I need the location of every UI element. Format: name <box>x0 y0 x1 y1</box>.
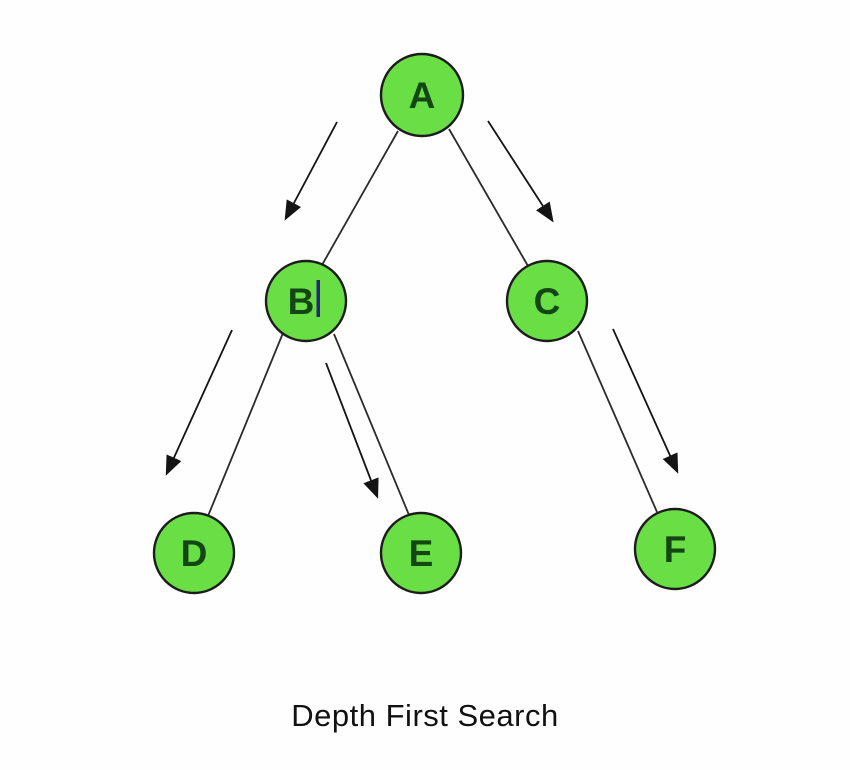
arrow-C-to-F <box>612 328 679 474</box>
node-A-label: A <box>409 75 436 116</box>
arrow-B-to-D <box>165 329 233 476</box>
node-B: B <box>264 259 348 343</box>
node-F-circle <box>633 507 717 591</box>
node-E: E <box>379 511 463 595</box>
arrow-A-to-C <box>487 120 554 223</box>
node-C-circle <box>505 259 589 343</box>
node-C: C <box>505 259 589 343</box>
node-A-circle <box>379 52 465 138</box>
node-D-label: D <box>181 533 208 574</box>
node-D: D <box>152 511 236 595</box>
edge-A-C <box>448 128 529 267</box>
edge-B-E <box>333 333 410 516</box>
edge-A-B <box>321 130 399 266</box>
node-A: A <box>379 52 465 138</box>
node-D-circle <box>152 511 236 595</box>
node-E-circle <box>379 511 463 595</box>
node-B-label: B <box>288 281 315 322</box>
text-cursor <box>316 280 320 317</box>
arrow-A-to-B <box>284 121 338 221</box>
node-C-label: C <box>534 281 561 322</box>
node-B-circle <box>264 259 348 343</box>
node-E-label: E <box>409 533 434 574</box>
arrow-B-to-E <box>325 362 379 499</box>
node-F: F <box>633 507 717 591</box>
node-F-label: F <box>664 529 687 570</box>
edge-C-F <box>577 330 658 513</box>
edge-B-D <box>207 332 284 517</box>
diagram-title: Depth First Search <box>291 698 559 733</box>
